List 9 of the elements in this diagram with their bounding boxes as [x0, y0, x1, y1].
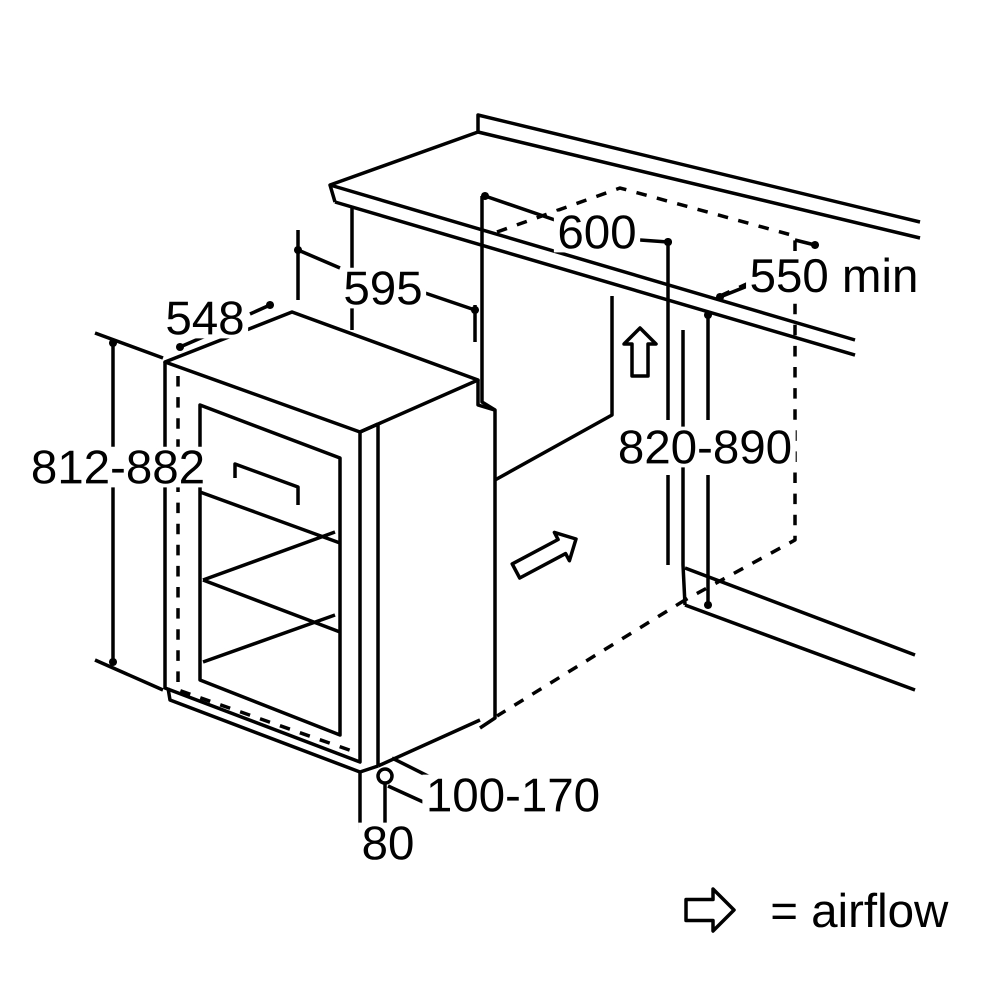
- dimension-label: 548: [162, 298, 248, 338]
- dimension-label: 595: [340, 268, 426, 308]
- dimension-label: 80: [358, 822, 418, 864]
- dimension-label: 550 min: [746, 254, 922, 296]
- dimension-label: 100-170: [422, 774, 604, 816]
- dimension-label: 812-882: [27, 446, 209, 488]
- dimension-label: 820-890: [614, 426, 796, 468]
- legend-text: = airflow: [772, 892, 948, 928]
- dimension-label: 600: [554, 212, 640, 252]
